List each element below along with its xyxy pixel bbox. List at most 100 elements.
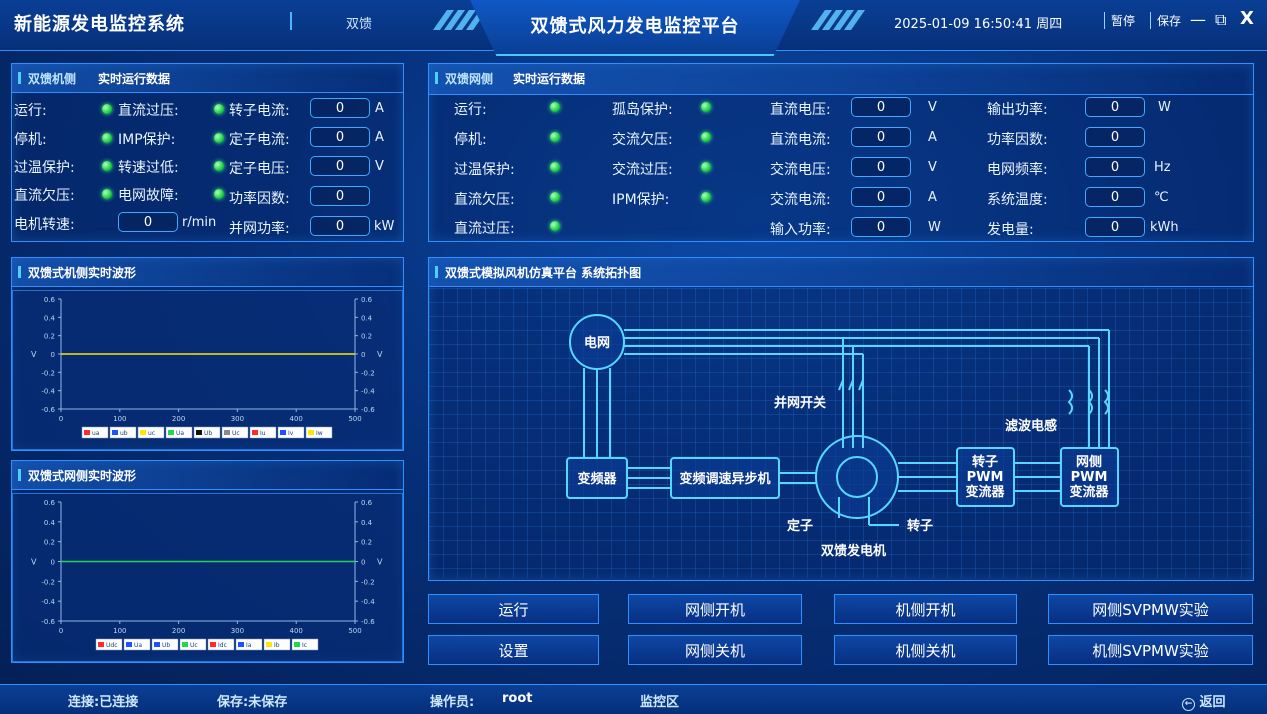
g-status-acover-label: 交流过压: [612,162,673,178]
machine-on-button[interactable]: 机侧开机 [834,594,1017,624]
connection-status: 连接:已连接 [68,695,139,710]
x-tick-label: 400 [290,627,303,635]
y-tick-label-left: 0.6 [44,296,56,304]
legend-item [123,638,151,651]
operator-label: 操作员: [430,695,475,710]
y-tick-label-left: 0.4 [44,314,56,322]
g-energy-label: 发电量: [987,222,1034,238]
save-button[interactable]: 保存 [1150,12,1181,29]
m-stator-voltage-unit: V [375,159,384,174]
g-system-temp-value: 0 [1085,187,1145,207]
pause-button[interactable]: 暂停 [1104,12,1135,29]
legend-item [193,426,221,439]
g-status-stop-label: 停机: [454,132,487,148]
minimize-icon[interactable]: — [1190,10,1206,29]
g-dc-voltage-label: 直流电压: [770,102,831,118]
y-tick-label-right: -0.4 [361,388,375,396]
x-tick-label: 300 [231,415,244,423]
m-status-overtemp-led [102,161,112,171]
g-dc-current-unit: A [928,130,937,145]
g-system-temp-label: 系统温度: [987,192,1048,208]
topology-diagram: 电网 变频器 变频调速异步机 转子 PWM 变流器 网侧 PWM 变流器 并网开… [566,314,1119,559]
close-icon[interactable]: X [1240,8,1254,29]
g-status-overtemp-label: 过温保护: [454,162,515,178]
m-status-undervolt-label: 直流欠压: [14,188,75,204]
system-title: 新能源发电监控系统 [14,14,185,35]
grid-wave-header: 双馈式网侧实时波形 [12,461,403,490]
grid-svpwm-button[interactable]: 网侧SVPMW实验 [1048,594,1253,624]
m-stator-voltage-label: 定子电压: [229,161,290,177]
x-tick-label: 300 [231,627,244,635]
g-status-ipm-led [701,192,711,202]
g-dc-voltage-value: 0 [851,97,911,117]
machine-off-button[interactable]: 机侧关机 [834,635,1017,665]
legend-swatch [98,642,104,647]
run-button[interactable]: 运行 [428,594,599,624]
g-grid-frequency-label: 电网频率: [987,162,1048,178]
machine-panel-header: 双馈机侧 实时运行数据 [12,64,403,93]
motor-label: 变频调速异步机 [679,471,770,487]
y-axis-label-right: V [377,350,383,359]
legend-item [81,426,109,439]
back-label: 返回 [1199,695,1226,710]
header-divider [290,12,292,30]
topology-header: 双馈式模拟风机仿真平台 系统拓扑图 [429,258,1253,287]
g-status-undervolt-led [550,192,560,202]
x-tick-label: 100 [113,627,126,635]
m-stator-current-value: 0 [310,127,370,147]
legend-swatch [308,430,314,435]
legend-swatch [238,642,244,647]
grid-off-button[interactable]: 网侧关机 [628,635,802,665]
legend-swatch [140,430,146,435]
m-status-lowspeed-led [214,161,224,171]
grid-pwm-box [1060,447,1119,507]
legend-item [291,638,319,651]
legend-item [137,426,165,439]
m-status-undervolt-led [102,189,112,199]
settings-button[interactable]: 设置 [428,635,599,665]
y-tick-label-right: 0 [361,559,365,567]
g-grid-frequency-value: 0 [1085,157,1145,177]
y-tick-label-left: 0.6 [44,499,56,507]
g-status-run-led [550,102,560,112]
back-button[interactable]: ← 返回 [1182,691,1226,711]
rotor-conv-line1: 转子 [972,454,998,470]
g-ac-current-label: 交流电流: [770,192,831,208]
g-status-acunder-led [701,132,711,142]
rotor-conv-line2: PWM [967,470,1004,485]
g-output-power-label: 输出功率: [987,102,1048,118]
generator-inner-circle [836,456,878,498]
topology-title: 双馈式模拟风机仿真平台 系统拓扑图 [445,266,642,280]
g-energy-value: 0 [1085,217,1145,237]
y-tick-label-left: -0.2 [41,369,55,377]
grid-on-button[interactable]: 网侧开机 [628,594,802,624]
y-tick-label-left: 0.2 [44,539,55,547]
grid-wave-title: 双馈式网侧实时波形 [28,469,137,483]
y-tick-label-right: 0.2 [361,333,372,341]
m-rotor-current-label: 转子电流: [229,103,290,119]
m-rotor-current-unit: A [375,101,384,116]
legend-label: Iv [288,430,294,437]
legend-item [305,426,333,439]
datetime: 2025-01-09 16:50:41 周四 [894,17,1063,32]
title-plate [470,0,800,56]
machine-panel-subtitle: 实时运行数据 [98,72,171,86]
y-tick-label-right: 0.4 [361,519,373,527]
legend-label: Idc [218,642,227,649]
m-power-factor-label: 功率因数: [229,191,290,207]
y-tick-label-right: -0.2 [361,578,375,586]
restore-icon[interactable]: ⧉ [1215,10,1227,29]
y-axis-label-left: V [31,350,37,359]
motor-box [670,457,780,499]
area-label: 监控区 [640,695,680,710]
legend-item [221,426,249,439]
m-speed-unit: r/min [182,215,217,230]
machine-svpwm-button[interactable]: 机侧SVPMW实验 [1048,635,1253,665]
legend-swatch [154,642,160,647]
legend-swatch [224,430,230,435]
legend-label: Ub [204,430,212,437]
machine-wave-title: 双馈式机侧实时波形 [28,266,137,280]
back-icon: ← [1182,698,1195,711]
